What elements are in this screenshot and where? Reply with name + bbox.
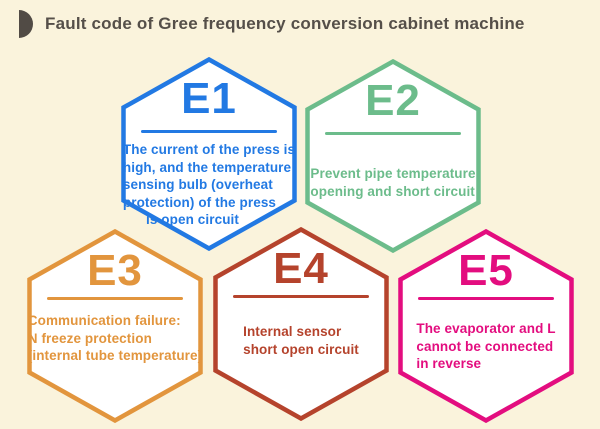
fault-card-e5: E5 The evaporator and L cannot be connec…	[398, 229, 574, 423]
hexagon-shape	[305, 59, 481, 253]
fault-description: Prevent pipe temperature opening and sho…	[310, 166, 476, 199]
fault-card-e1: E1 The current of the press is high, and…	[121, 57, 297, 251]
fault-description: The evaporator and L cannot be connected…	[416, 321, 556, 371]
page-title: Fault code of Gree frequency conversion …	[45, 14, 525, 33]
fault-code-label: E1	[181, 74, 237, 123]
fault-code-label: E5	[458, 246, 514, 295]
hexagon-shape	[27, 229, 203, 423]
hexagon-shape	[398, 229, 574, 423]
hexagon-shape	[213, 227, 389, 421]
fault-description: The current of the press is high, and th…	[122, 142, 296, 227]
fault-description: Internal sensor short open circuit	[243, 324, 359, 357]
fault-code-label: E3	[87, 246, 143, 295]
fault-code-label: E2	[365, 76, 421, 125]
fault-card-e4: E4 Internal sensor short open circuit	[213, 227, 389, 421]
half-circle-icon	[19, 10, 33, 38]
divider-line	[418, 297, 554, 300]
fault-code-label: E4	[273, 244, 329, 293]
divider-line	[325, 132, 461, 135]
fault-description: Communication failure: N freeze protecti…	[27, 313, 203, 363]
fault-card-e2: E2 Prevent pipe temperature opening and …	[305, 59, 481, 253]
divider-line	[47, 297, 183, 300]
divider-line	[141, 130, 277, 133]
hexagon-shape	[121, 57, 297, 251]
divider-line	[233, 295, 369, 298]
fault-card-e3: E3 Communication failure: N freeze prote…	[27, 229, 203, 423]
